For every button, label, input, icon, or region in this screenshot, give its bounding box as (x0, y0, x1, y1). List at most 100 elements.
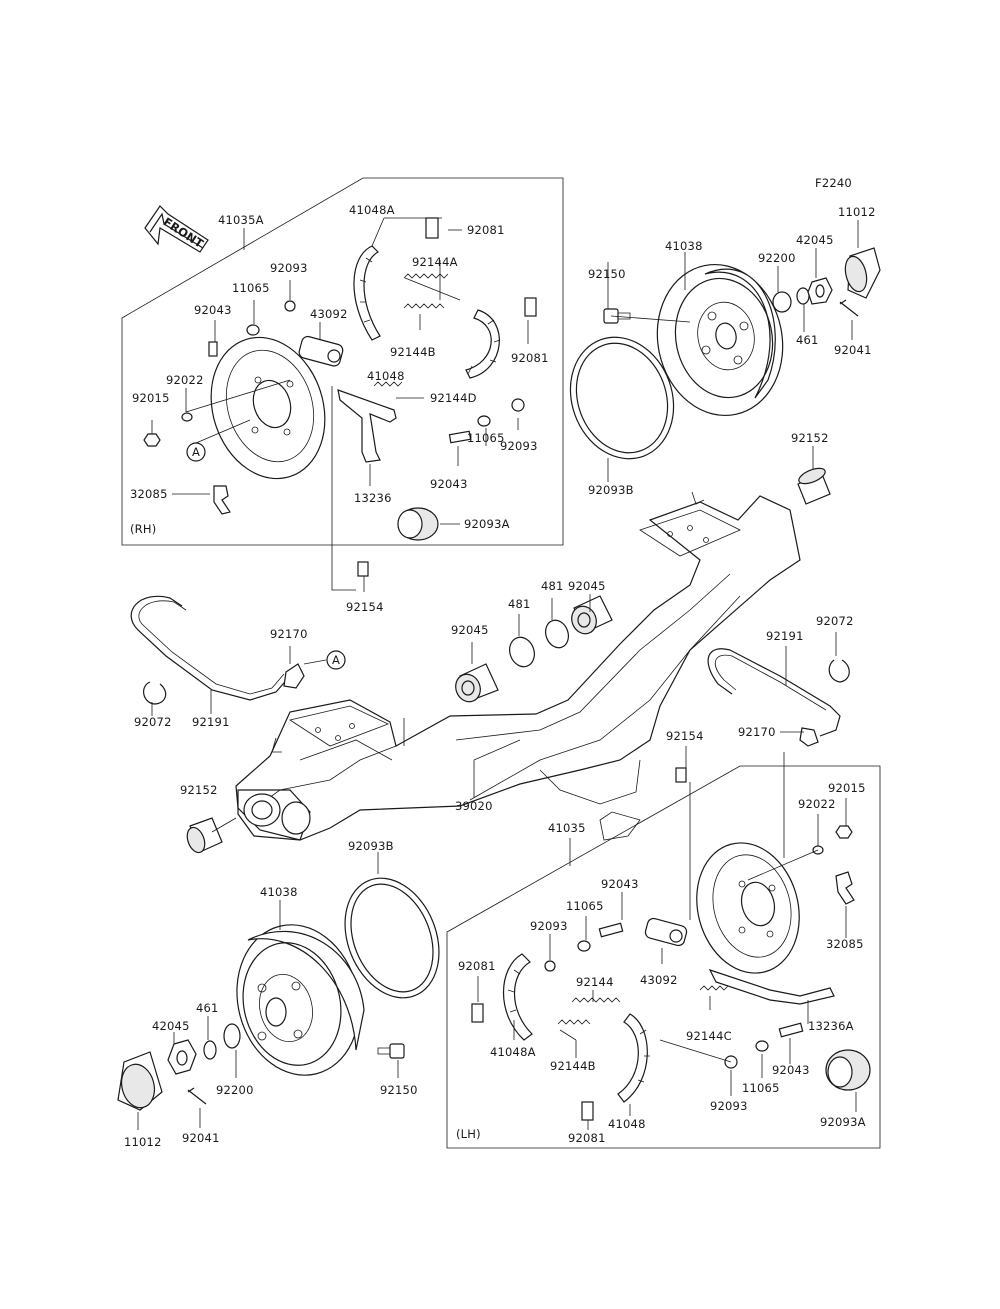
label-92150-top: 92150 (588, 267, 626, 281)
label-92152-left: 92152 (180, 783, 218, 797)
lh-clip-92081-bot (581, 1101, 594, 1121)
label-42045-top: 42045 (796, 233, 834, 247)
label-41038-top: 41038 (665, 239, 703, 253)
rh-nut-92015 (143, 433, 161, 447)
label-41048-lh: 41048 (608, 1117, 646, 1131)
label-11065-lh-bot: 11065 (742, 1081, 780, 1095)
label-92081-lh-bot: 92081 (568, 1131, 606, 1145)
rh-backing-plate (210, 336, 326, 480)
label-13236a: 13236A (808, 1019, 854, 1033)
label-92045-lower: 92045 (451, 623, 489, 637)
lh-washer-92200 (223, 1023, 241, 1049)
label-92152-top: 92152 (791, 431, 829, 445)
label-92072-right: 92072 (816, 614, 854, 628)
axle-housing-39020 (235, 491, 801, 841)
label-rh-group: (RH) (130, 522, 156, 536)
label-92191-left: 92191 (192, 715, 230, 729)
label-92144a: 92144A (412, 255, 458, 269)
clip-92072-right (828, 659, 850, 683)
label-42045-bot: 42045 (152, 1019, 190, 1033)
lh-wheel-cylinder (644, 917, 688, 947)
lh-brake-shoe-41048a (503, 953, 533, 1041)
rh-washer-92093-top (284, 300, 296, 312)
label-92150-bot: 92150 (380, 1083, 418, 1097)
label-92041-top: 92041 (834, 343, 872, 357)
lh-pin-92043-bot (778, 1022, 804, 1038)
label-32085-lh: 32085 (826, 937, 864, 951)
rh-nut-42045 (807, 277, 833, 305)
lh-seal-92093a (825, 1049, 871, 1091)
label-481-a: 481 (541, 579, 564, 593)
lh-lever-13236a (708, 968, 835, 1005)
clamp-92170-left (283, 663, 305, 689)
bearing-92045-lower (455, 663, 499, 703)
label-481-b: 481 (508, 597, 531, 611)
label-92093a-lh: 92093A (820, 1115, 866, 1129)
top-drum-leaders (607, 220, 859, 482)
rh-washer-92093-bot (511, 398, 525, 412)
lh-washer-461 (203, 1040, 217, 1060)
rh-clip-92081-top (425, 217, 439, 239)
label-39020: 39020 (455, 799, 493, 813)
label-92081-rh-mid: 92081 (511, 351, 549, 365)
rh-spring-92144a (403, 273, 449, 279)
lh-pin-92041 (187, 1087, 207, 1105)
lh-bracket-32085 (835, 871, 855, 905)
label-11065-rh-top: 11065 (232, 281, 270, 295)
rh-washer-11065-bot (477, 415, 491, 427)
label-92081-rh-top: 92081 (467, 223, 505, 237)
label-92043-lh-bot: 92043 (772, 1063, 810, 1077)
label-92200-bot: 92200 (216, 1083, 254, 1097)
rh-washer-11065-top (246, 324, 260, 336)
mid-leaders (151, 594, 837, 866)
lh-nut-92015 (835, 825, 853, 839)
label-92043-rh-top: 92043 (194, 303, 232, 317)
rh-ref-marker-a-text: A (192, 445, 200, 459)
label-32085-rh: 32085 (130, 487, 168, 501)
lh-clip-92081-top (471, 1003, 484, 1023)
label-41048a-rh: 41048A (349, 203, 395, 217)
bottom-drum-leaders (137, 852, 399, 1130)
label-11012-bot: 11012 (124, 1135, 162, 1149)
label-lh-group: (LH) (456, 1127, 481, 1141)
label-92093b-bot: 92093B (348, 839, 394, 853)
label-92022-lh: 92022 (798, 797, 836, 811)
label-92015-rh: 92015 (132, 391, 170, 405)
lh-brake-shoe-41048 (617, 1013, 650, 1103)
rh-brake-shoe-41048a (353, 245, 381, 341)
label-92093-lh-bot: 92093 (710, 1099, 748, 1113)
lh-backing-plate (696, 842, 800, 974)
label-461-bot: 461 (196, 1001, 219, 1015)
label-92093a-rh: 92093A (464, 517, 510, 531)
lh-pin-92043-top (598, 922, 624, 938)
rh-clip-92081-mid (524, 297, 537, 317)
lh-washer-92093-top (544, 960, 556, 972)
lh-spring-92144b (557, 1019, 591, 1025)
clip-92072-left (143, 681, 167, 705)
rh-wheel-cylinder (298, 335, 344, 367)
lh-ref-marker-a (326, 650, 346, 670)
rh-oring-92093b (569, 336, 675, 460)
label-92093-rh-top: 92093 (270, 261, 308, 275)
label-92022-rh: 92022 (166, 373, 204, 387)
label-92093b-top: 92093B (588, 483, 634, 497)
label-43092-rh: 43092 (310, 307, 348, 321)
rh-brake-drum-41038 (656, 263, 784, 417)
label-41035a: 41035A (218, 213, 264, 227)
lh-spring-92144 (571, 997, 621, 1003)
label-41038-bot: 41038 (260, 885, 298, 899)
label-11012-top: 11012 (838, 205, 876, 219)
ring-481-a (545, 619, 569, 649)
hose-92191-right (707, 648, 841, 737)
label-92093-lh-top: 92093 (530, 919, 568, 933)
label-92015-lh: 92015 (828, 781, 866, 795)
rh-washer-92022 (181, 412, 193, 422)
label-13236: 13236 (354, 491, 392, 505)
label-92093-rh-bot: 92093 (500, 439, 538, 453)
label-11065-rh-bot: 11065 (467, 431, 505, 445)
lh-brake-drum-41038 (236, 924, 365, 1076)
front-arrow-icon (144, 205, 209, 253)
label-41048-rh: 41048 (367, 369, 405, 383)
label-92045-upper: 92045 (568, 579, 606, 593)
